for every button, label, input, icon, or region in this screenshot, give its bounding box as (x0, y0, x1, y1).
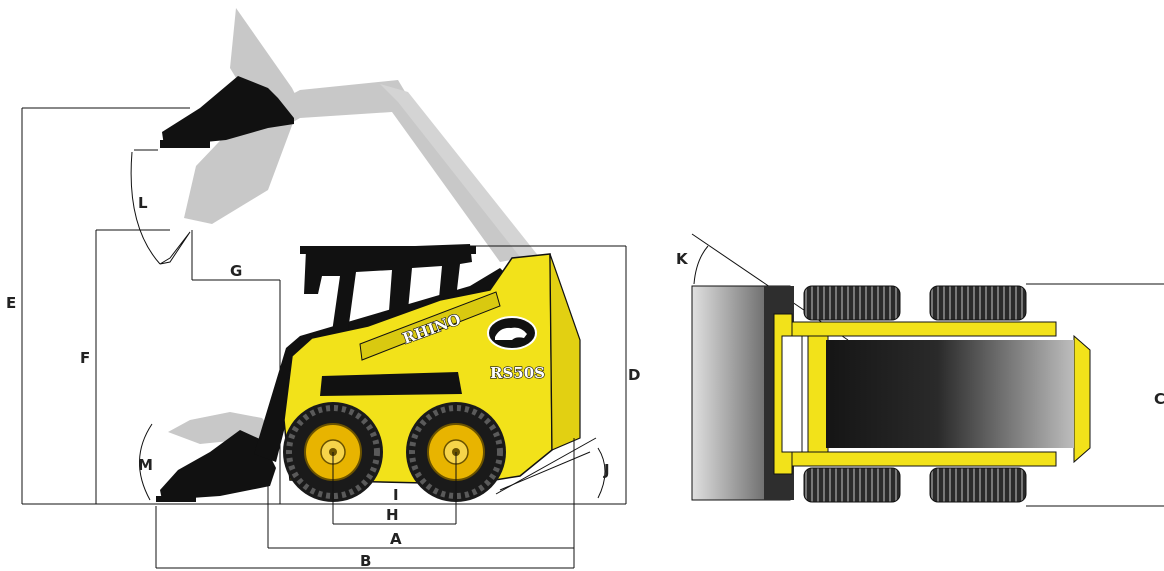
dim-k-arc (693, 245, 709, 285)
cab (300, 244, 476, 352)
raised-arm-ghost (184, 8, 540, 262)
label-f: F (80, 349, 90, 367)
tires-top (803, 285, 1027, 503)
label-d: D (628, 366, 640, 384)
dimension-lines (21, 107, 627, 569)
label-c: C (1154, 390, 1164, 408)
label-a: A (390, 530, 402, 548)
label-e: E (6, 294, 16, 312)
label-k: K (676, 250, 689, 268)
raised-bucket (160, 76, 294, 148)
lowered-bucket (156, 430, 276, 502)
label-l: L (138, 194, 148, 212)
model-text: RS50S (490, 364, 545, 382)
rhino-logo-icon (487, 316, 537, 350)
label-m: M (138, 456, 153, 474)
label-h: H (386, 506, 399, 524)
label-j: J (603, 461, 610, 479)
label-i: I (393, 486, 399, 504)
frame-top (773, 313, 1091, 475)
label-b: B (360, 552, 371, 570)
top-view: K C (676, 233, 1164, 507)
side-view: RHINO RS50S (6, 8, 640, 570)
label-g: G (230, 262, 242, 280)
